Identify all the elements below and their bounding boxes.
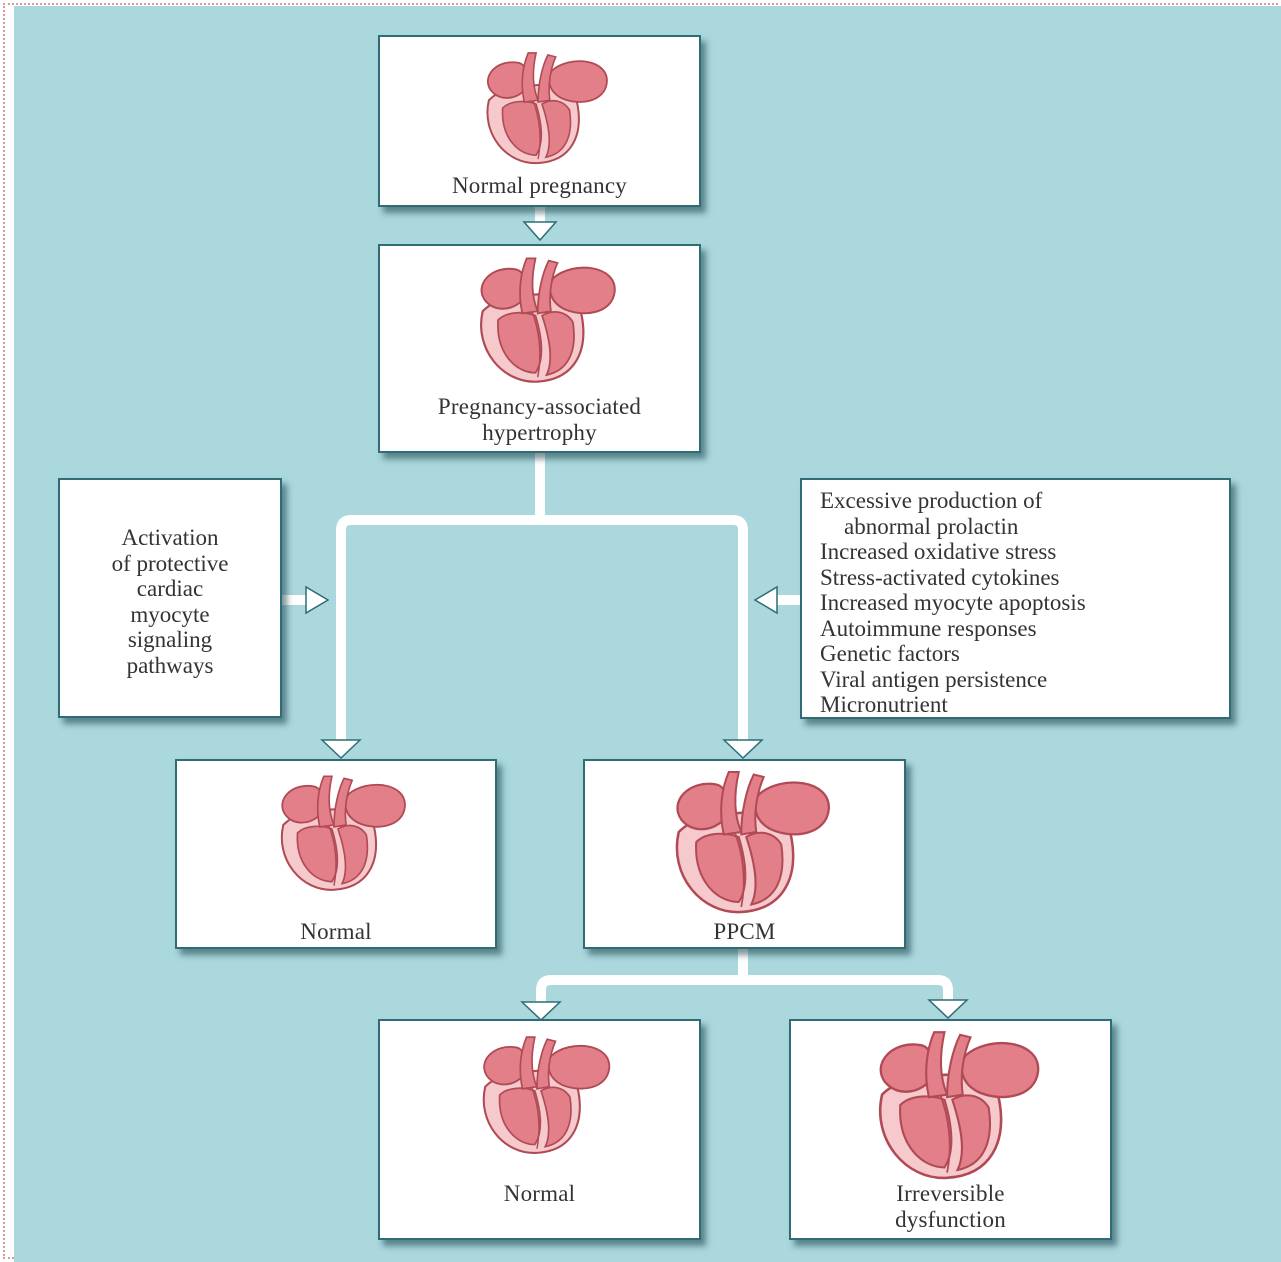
- protective-factors-box: Activation of protective cardiac myocyte…: [58, 478, 282, 718]
- risk-factor-line: Stress-activated cytokines: [820, 565, 1086, 591]
- hypertrophy-heart-icon: [456, 254, 626, 386]
- dilated-heart-icon: [647, 767, 843, 917]
- risk-factor-line: Genetic factors: [820, 641, 1086, 667]
- protective-factor-line: myocyte: [60, 602, 280, 628]
- dilated-heart-icon: [849, 1027, 1053, 1183]
- normal-heart-icon: [466, 49, 616, 167]
- hypertrophy-label-line1: Pregnancy-associated: [380, 394, 699, 420]
- normal-outcome-box: Normal: [175, 759, 497, 949]
- normal-pregnancy-label: Normal pregnancy: [380, 173, 699, 199]
- irreversible-dysfunction-box: Irreversible dysfunction: [789, 1019, 1112, 1240]
- protective-factor-line: pathways: [60, 653, 280, 679]
- irreversible-label-line1: Irreversible: [791, 1181, 1110, 1207]
- arrowhead-left-factors: [306, 587, 328, 613]
- ppcm-label: PPCM: [585, 919, 904, 945]
- risk-factor-line: Increased myocyte apoptosis: [820, 590, 1086, 616]
- risk-factor-line: abnormal prolactin: [820, 514, 1086, 540]
- irreversible-label-line2: dysfunction: [791, 1207, 1110, 1233]
- normal-outcome-label: Normal: [177, 919, 495, 945]
- ppcm-box: PPCM: [583, 759, 906, 949]
- arrowhead-to-hypertrophy: [524, 222, 556, 240]
- arrowhead-to-irreversible: [929, 1000, 967, 1018]
- hypertrophy-label-line2: hypertrophy: [380, 420, 699, 446]
- arrowhead-to-ppcm: [724, 740, 762, 758]
- normal-pregnancy-box: Normal pregnancy: [378, 35, 701, 207]
- risk-factor-line: Excessive production of: [820, 488, 1086, 514]
- risk-factor-line: Viral antigen persistence: [820, 667, 1086, 693]
- arrowhead-to-normal-bottom: [522, 1002, 560, 1020]
- risk-factor-line: Micronutrient: [820, 692, 1086, 718]
- risk-factors-box: Excessive production of abnormal prolact…: [800, 478, 1231, 719]
- risk-factor-line: Autoimmune responses: [820, 616, 1086, 642]
- hypertrophy-box: Pregnancy-associated hypertrophy: [378, 244, 701, 453]
- recovery-normal-label: Normal: [380, 1181, 699, 1207]
- risk-factor-line: Increased oxidative stress: [820, 539, 1086, 565]
- normal-heart-icon: [261, 771, 413, 895]
- arrowhead-to-normal-mid: [322, 740, 360, 758]
- recovery-normal-box: Normal: [378, 1019, 701, 1240]
- protective-factor-line: of protective: [60, 551, 280, 577]
- normal-heart-icon: [462, 1033, 618, 1157]
- protective-factor-line: signaling: [60, 627, 280, 653]
- protective-factor-line: cardiac: [60, 576, 280, 602]
- arrowhead-right-factors: [755, 587, 777, 613]
- protective-factor-line: Activation: [60, 525, 280, 551]
